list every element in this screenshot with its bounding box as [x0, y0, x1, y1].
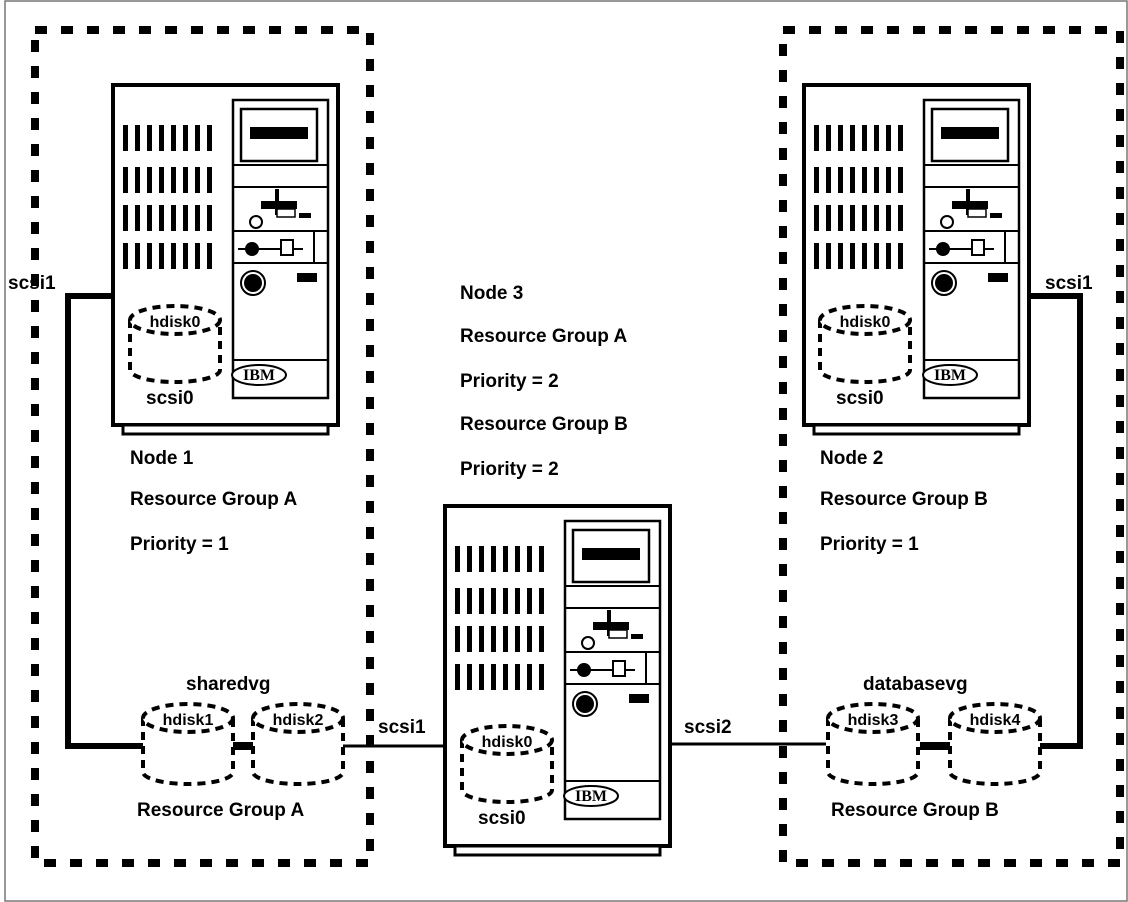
- node3-server: IBM: [443, 504, 672, 857]
- sharedvg-resource-group: Resource Group A: [137, 800, 304, 821]
- hdisk4-label: hdisk4: [970, 712, 1021, 729]
- hdisk3-top: [826, 702, 920, 734]
- node3-priority-a: Priority = 2: [460, 371, 559, 392]
- node1-server: IBM: [111, 83, 340, 436]
- node2-priority: Priority = 1: [820, 534, 919, 555]
- node2-scsi0-label: scsi0: [836, 388, 884, 409]
- hdisk4-body: [948, 718, 1042, 786]
- node1-priority: Priority = 1: [130, 534, 229, 555]
- node3-name: Node 3: [460, 283, 523, 304]
- hdisk1-body: [141, 718, 235, 786]
- node1-scsi1-label: scsi1: [8, 273, 56, 294]
- node1-scsi-cable: [65, 293, 143, 749]
- hdisk1-label: hdisk1: [163, 712, 214, 729]
- node3-hdisk0-label: hdisk0: [482, 734, 533, 751]
- node2-hdisk0-top: [818, 304, 912, 336]
- sharedvg-label: sharedvg: [186, 674, 270, 695]
- node3-hdisk0-top: [460, 724, 554, 756]
- hdisk3-body: [826, 718, 920, 786]
- node1-hdisk0-top: [128, 304, 222, 336]
- node1-ibm-logo: IBM: [243, 367, 275, 384]
- node3-resource-group-a: Resource Group A: [460, 326, 627, 347]
- node3-ibm-logo: IBM: [575, 788, 607, 805]
- node3-scsi2-label: scsi2: [684, 717, 732, 738]
- scsi-cables: [65, 293, 1083, 749]
- node1-scsi0-label: scsi0: [146, 388, 194, 409]
- node2-resource-group: Resource Group B: [820, 489, 988, 510]
- node2-scsi1-label: scsi1: [1045, 273, 1093, 294]
- node2-name: Node 2: [820, 448, 883, 469]
- node1-name: Node 1: [130, 448, 194, 469]
- node3-resource-group-b: Resource Group B: [460, 414, 628, 435]
- shared-disks: [141, 702, 1042, 786]
- node2-scsi-cable: [1009, 293, 1083, 749]
- hdisk1-top: [141, 702, 235, 734]
- databasevg-resource-group: Resource Group B: [831, 800, 999, 821]
- hdisk2-label: hdisk2: [273, 712, 324, 729]
- sharedvg-disk-link: [233, 742, 257, 750]
- node2-server: IBM: [802, 83, 1031, 436]
- node2-hdisk0-label: hdisk0: [840, 314, 891, 331]
- hdisk2-top: [251, 702, 345, 734]
- internal-disks: [128, 304, 912, 804]
- databasevg-disk-link: [920, 742, 950, 750]
- node3-scsi0-label: scsi0: [478, 808, 526, 829]
- databasevg-label: databasevg: [863, 674, 968, 695]
- node1-hdisk0-body: [128, 320, 222, 384]
- hdisk2-body: [251, 718, 345, 786]
- figure-border: [4, 0, 1128, 902]
- node3-priority-b: Priority = 2: [460, 459, 559, 480]
- scsi-bus-lines: [343, 742, 826, 748]
- node3-hdisk0-body: [460, 740, 554, 804]
- node3-scsi1-label: scsi1: [378, 717, 426, 738]
- node1-resource-group: Resource Group A: [130, 489, 297, 510]
- hdisk4-top: [948, 702, 1042, 734]
- node2-ibm-logo: IBM: [934, 367, 966, 384]
- resource-group-a-boundary: [31, 26, 374, 867]
- node2-hdisk0-body: [818, 320, 912, 384]
- node1-hdisk0-label: hdisk0: [150, 314, 201, 331]
- hdisk3-label: hdisk3: [848, 712, 899, 729]
